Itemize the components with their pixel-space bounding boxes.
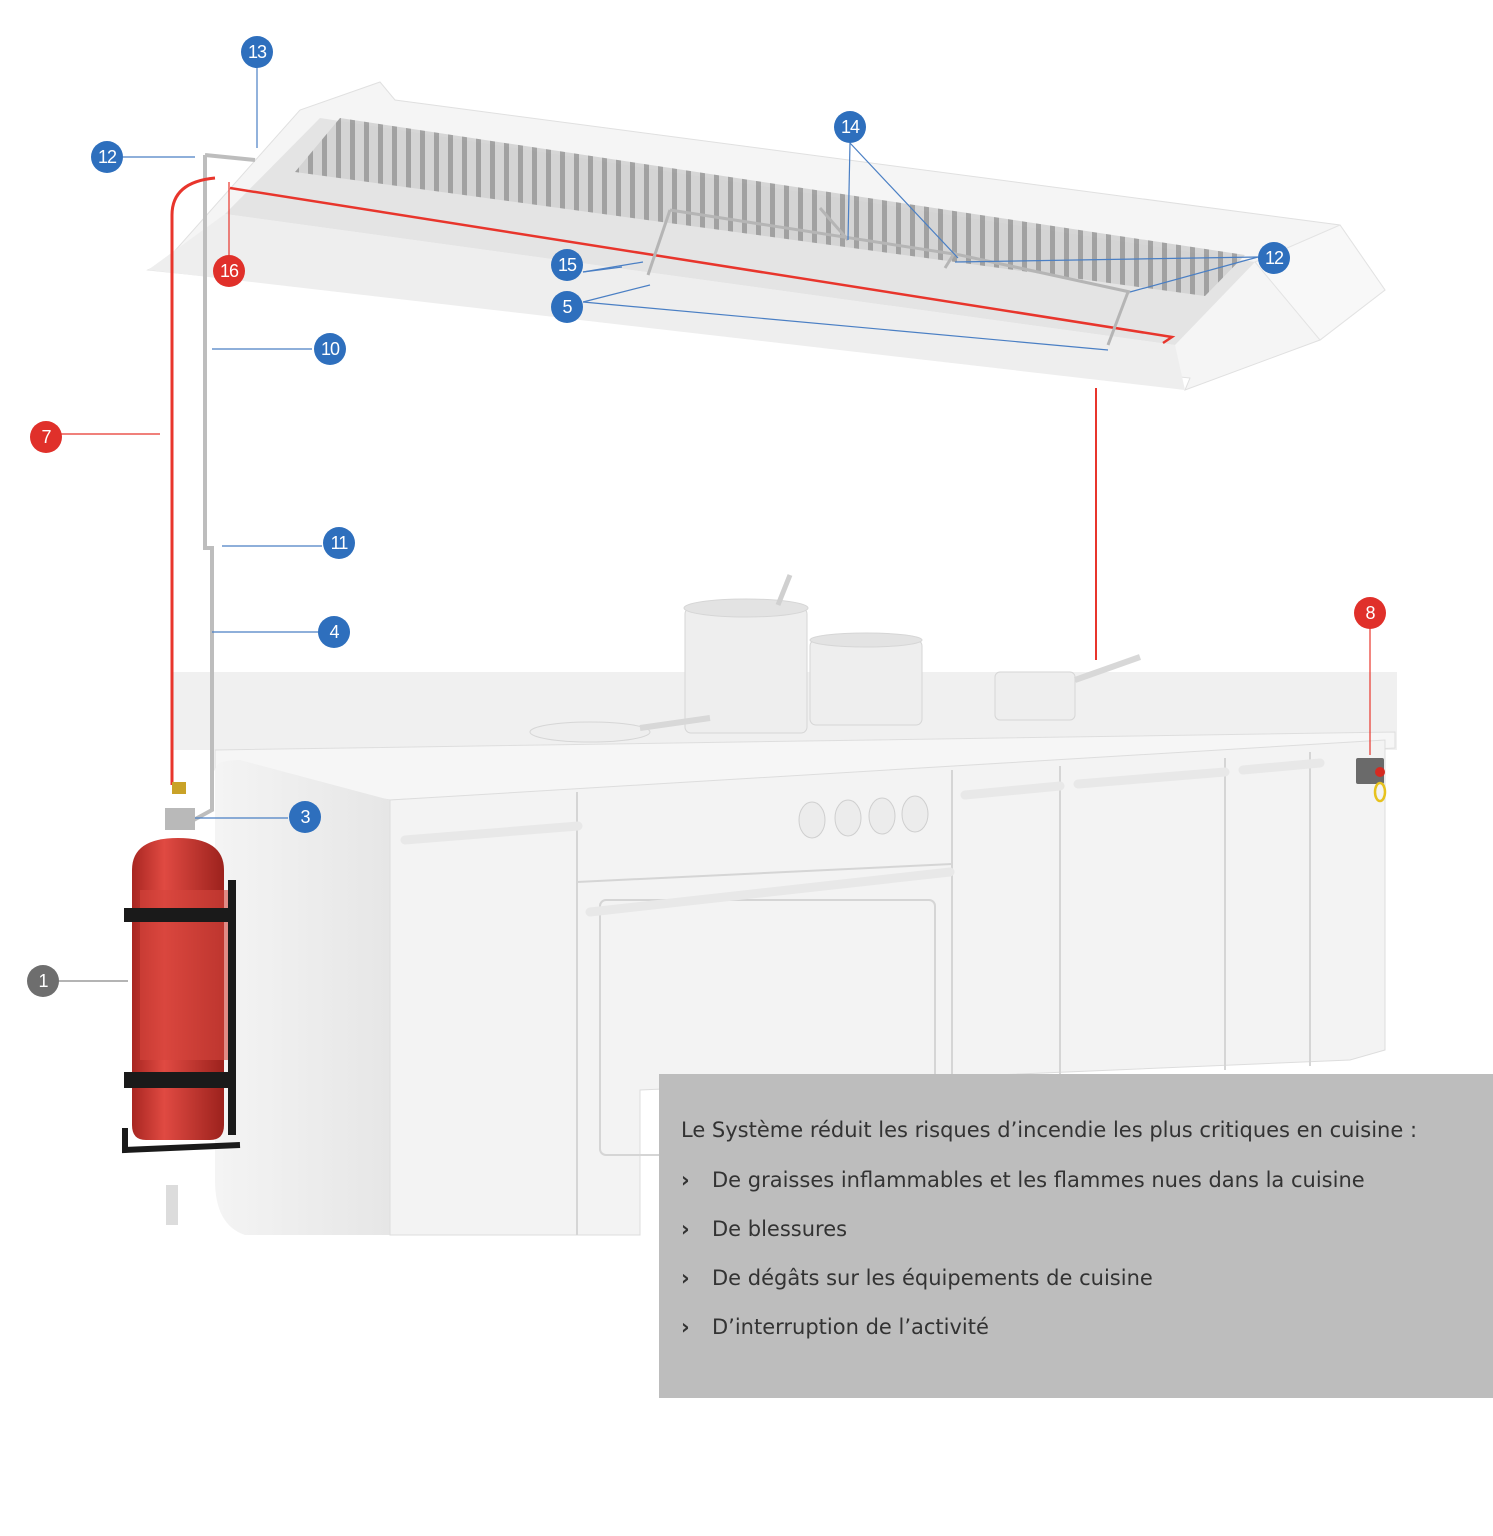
detection-tube-vertical [170,176,216,785]
leader-lines [57,68,1371,982]
cabinet-lines [576,752,1311,1235]
risk-item: ›De dégâts sur les équipements de cuisin… [681,1266,1153,1290]
risk-item: ›De graisses inflammables et les flammes… [681,1168,1365,1192]
pots [529,574,1142,743]
callout-10: 10 [314,333,346,365]
risk-item: ›De blessures [681,1217,848,1241]
callout-11: 11 [323,527,355,559]
callout-7: 7 [30,421,62,453]
extinguisher [122,782,241,1225]
counter-end [215,760,390,1235]
callout-14: 14 [834,111,866,143]
handles [400,758,1325,917]
risk-item: ›D’interruption de l’activité [681,1315,989,1339]
bullet-chevron-icon: › [681,1315,690,1339]
callout-16: 16 [213,255,245,287]
callout-12-wall: 12 [91,141,123,173]
hood [146,81,1386,391]
callout-13: 13 [241,36,273,68]
callout-1: 1 [27,965,59,997]
detection-tube [229,186,1176,345]
info-panel: Le Système réduit les risques d’incendie… [659,1074,1493,1398]
agent-pipe [189,155,214,824]
callout-15: 15 [551,249,583,281]
bullet-chevron-icon: › [681,1217,690,1241]
info-intro: Le Système réduit les risques d’incendie… [681,1118,1418,1142]
callout-8: 8 [1354,597,1386,629]
callout-5: 5 [551,291,583,323]
manual-release [1356,758,1387,803]
callout-3: 3 [289,801,321,833]
bullet-chevron-icon: › [681,1168,690,1192]
callout-12-hood: 12 [1258,242,1290,274]
risk-list: ›De graisses inflammables et les flammes… [681,1168,1493,1339]
oven-knobs [798,795,929,839]
bullet-chevron-icon: › [681,1266,690,1290]
hood-pipes [646,207,1131,346]
callout-4: 4 [318,616,350,648]
